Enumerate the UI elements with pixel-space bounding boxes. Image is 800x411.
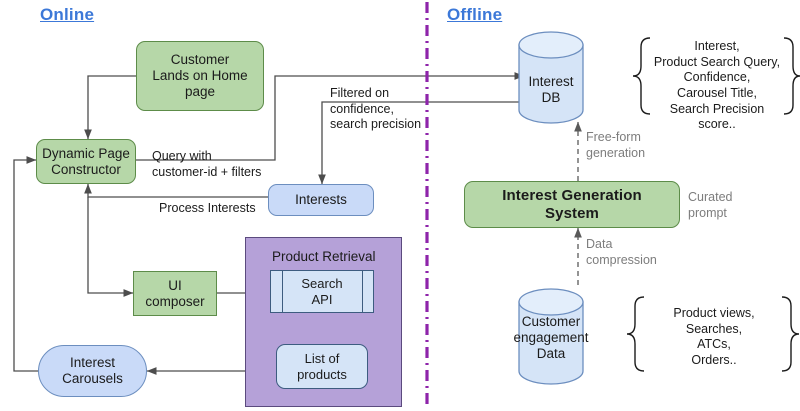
node-list-of-products[interactable]: List of products — [276, 344, 368, 389]
list-interest-db-fields: Interest, Product Search Query, Confiden… — [653, 39, 781, 132]
node-label: Interests — [295, 192, 347, 208]
node-label: Interest Generation System — [502, 186, 642, 222]
group-product-retrieval-title: Product Retrieval — [272, 249, 376, 264]
label-curated-prompt: Curated prompt — [688, 190, 733, 220]
edge-label-query-with: Query with customer-id + filters — [152, 149, 262, 179]
node-interest-carousels[interactable]: Interest Carousels — [38, 345, 147, 397]
edge-carousels-to-constructor — [13, 156, 38, 372]
node-interest-generation-system[interactable]: Interest Generation System — [464, 181, 680, 228]
node-ui-composer[interactable]: UI composer — [133, 271, 217, 316]
section-heading-offline: Offline — [447, 5, 503, 24]
brace-left-engagement — [626, 296, 645, 372]
node-customer-lands-on-home-page[interactable]: Customer Lands on Home page — [136, 41, 264, 111]
node-label: Search API — [301, 276, 343, 307]
node-label: Interest Carousels — [62, 355, 123, 386]
search-api-right-divider — [362, 270, 363, 313]
search-api-left-divider — [282, 270, 283, 313]
node-label: List of products — [297, 351, 347, 382]
brace-right-engagement — [781, 296, 800, 372]
node-label: Customer Lands on Home page — [152, 52, 248, 99]
edge-interests-to-constructor — [84, 183, 268, 198]
edge-constructor-to-uicomposer — [87, 197, 134, 297]
node-label: UI composer — [145, 277, 205, 309]
list-engagement-fields: Product views, Searches, ATCs, Orders.. — [673, 306, 755, 367]
node-customer-engagement-data-label: Customer engagement Data — [513, 314, 589, 362]
section-heading-online: Online — [40, 5, 95, 24]
node-label: Dynamic Page Constructor — [42, 145, 130, 177]
edge-label-filtered-on: Filtered on confidence, search precision — [330, 86, 422, 132]
node-interests[interactable]: Interests — [268, 184, 374, 216]
brace-left-interest-db — [632, 37, 651, 115]
edge-customer-to-constructor — [84, 75, 136, 140]
edge-label-data-compression: Data compression — [586, 237, 657, 267]
node-interest-db-label: Interest DB — [528, 74, 574, 106]
brace-right-interest-db — [783, 37, 800, 115]
node-dynamic-page-constructor[interactable]: Dynamic Page Constructor — [36, 139, 136, 184]
edge-label-process-interests: Process Interests — [159, 201, 256, 215]
node-search-api[interactable]: Search API — [270, 270, 374, 313]
edge-label-free-form-generation: Free-form generation — [586, 130, 646, 160]
